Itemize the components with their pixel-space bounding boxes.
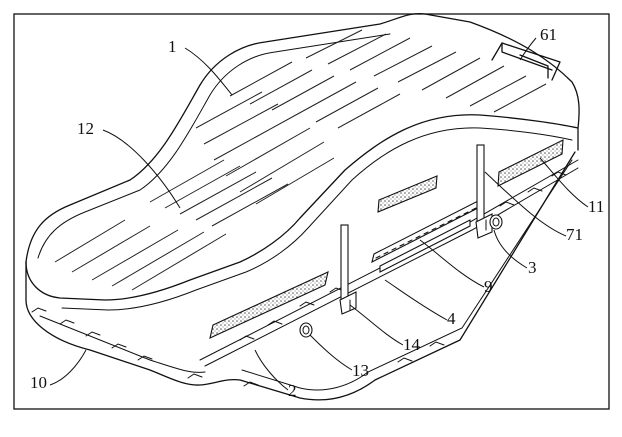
label-2: 2 (288, 381, 297, 400)
label-11: 11 (588, 197, 604, 216)
bracket-right (475, 213, 493, 239)
side-panels (209, 139, 564, 339)
leader-lines (49, 37, 589, 391)
panel-right (497, 139, 564, 187)
panel-left (209, 271, 329, 339)
bracket-left (339, 291, 357, 315)
housing-body (25, 12, 580, 401)
label-10: 10 (30, 373, 47, 392)
knob-13 (299, 322, 313, 338)
post-left (340, 224, 349, 304)
label-1: 1 (168, 37, 177, 56)
knobs (299, 214, 503, 338)
post-right (476, 144, 485, 224)
frame-border (13, 13, 610, 410)
connector-61 (491, 42, 561, 81)
label-71: 71 (566, 225, 583, 244)
label-14: 14 (403, 335, 421, 354)
roof-hatching (54, 29, 547, 291)
rack-9 (371, 198, 481, 273)
label-61: 61 (540, 25, 557, 44)
part-labels: 1 61 12 11 71 3 9 4 14 13 10 2 (30, 25, 604, 400)
knob-3 (489, 214, 503, 230)
label-12: 12 (77, 119, 94, 138)
label-3: 3 (528, 258, 537, 277)
label-9: 9 (484, 277, 493, 296)
label-4: 4 (447, 309, 456, 328)
label-13: 13 (352, 361, 369, 380)
panel-center (377, 175, 438, 213)
